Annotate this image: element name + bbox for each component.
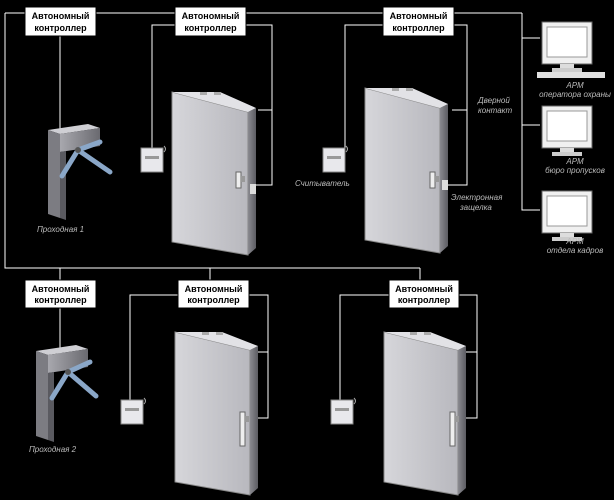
controller-6-line1: Автономный bbox=[395, 284, 453, 294]
workstation-operator-caption-1: АРМ bbox=[565, 81, 584, 90]
controller-4: Автономный контроллер bbox=[24, 279, 97, 309]
door-3 bbox=[174, 331, 258, 496]
controller-4-line1: Автономный bbox=[32, 284, 90, 294]
controller-3-line2: контроллер bbox=[392, 23, 445, 33]
controller-6-line2: контроллер bbox=[398, 295, 451, 305]
controller-3: Автономный контроллер bbox=[382, 6, 455, 37]
workstation-hr bbox=[541, 190, 593, 241]
turnstile-2-caption: Проходная 2 bbox=[29, 445, 77, 454]
reader-4 bbox=[330, 397, 356, 425]
controller-5-line1: Автономный bbox=[185, 284, 243, 294]
controller-6: Автономный контроллер bbox=[388, 279, 460, 309]
door-contact-caption-1: Дверной bbox=[477, 96, 510, 105]
controller-4-line2: контроллер bbox=[34, 295, 87, 305]
workstation-hr-caption-1: АРМ bbox=[565, 237, 584, 246]
door-4 bbox=[383, 331, 466, 496]
workstation-passes bbox=[541, 105, 593, 156]
workstation-operator bbox=[537, 21, 605, 78]
door-contact-caption-2: контакт bbox=[478, 106, 513, 115]
reader-2 bbox=[322, 145, 348, 173]
turnstile-1-caption: Проходная 1 bbox=[37, 225, 84, 234]
reader-1 bbox=[140, 145, 166, 173]
exit-button-caption-1: Электронная bbox=[451, 193, 503, 202]
controller-5-line2: контроллер bbox=[187, 295, 240, 305]
workstation-operator-caption-2: оператора охраны bbox=[539, 90, 611, 99]
workstation-passes-caption-2: бюро пропусков bbox=[545, 166, 605, 175]
turnstile-1 bbox=[48, 124, 113, 220]
workstation-passes-caption-1: АРМ bbox=[565, 157, 584, 166]
controller-2: Автономный контроллер bbox=[174, 6, 247, 37]
controller-1-line1: Автономный bbox=[32, 11, 90, 21]
reader-3 bbox=[120, 397, 146, 425]
controller-5: Автономный контроллер bbox=[177, 279, 250, 309]
network-lines bbox=[4, 12, 540, 419]
exit-button-caption-2: защелка bbox=[459, 203, 492, 212]
workstation-hr-caption-2: отдела кадров bbox=[547, 246, 604, 255]
controller-1: Автономный контроллер bbox=[24, 6, 97, 37]
reader-caption: Считыватель bbox=[295, 179, 350, 188]
controller-3-line1: Автономный bbox=[390, 11, 448, 21]
door-2 bbox=[364, 87, 448, 254]
controller-1-line2: контроллер bbox=[34, 23, 87, 33]
door-1 bbox=[171, 91, 256, 256]
controller-2-line2: контроллер bbox=[184, 23, 237, 33]
controller-2-line1: Автономный bbox=[182, 11, 240, 21]
turnstile-2 bbox=[36, 345, 99, 442]
